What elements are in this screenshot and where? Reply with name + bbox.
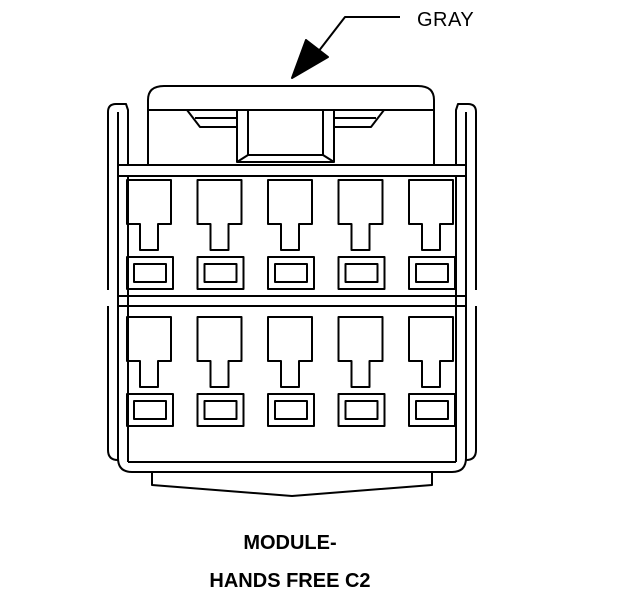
connector-title-line2: HANDS FREE C2 [209,570,371,592]
terminal-cavity [126,316,174,427]
terminal-cavity [267,316,315,427]
terminal-cavity [196,316,245,427]
terminal-cavity [337,316,386,427]
top-latch [147,85,435,163]
terminal-cavity [408,316,456,427]
terminal-cavity [267,179,315,290]
terminal-cavity [337,179,386,290]
color-leader-arrow [291,16,400,79]
terminal-cavity [408,179,456,290]
connector-title-line1: MODULE- [243,532,337,554]
terminal-cavity [126,179,174,290]
terminal-cavity [196,179,245,290]
wire-color-label: GRAY [417,9,475,31]
terminal-cavities [126,179,456,427]
